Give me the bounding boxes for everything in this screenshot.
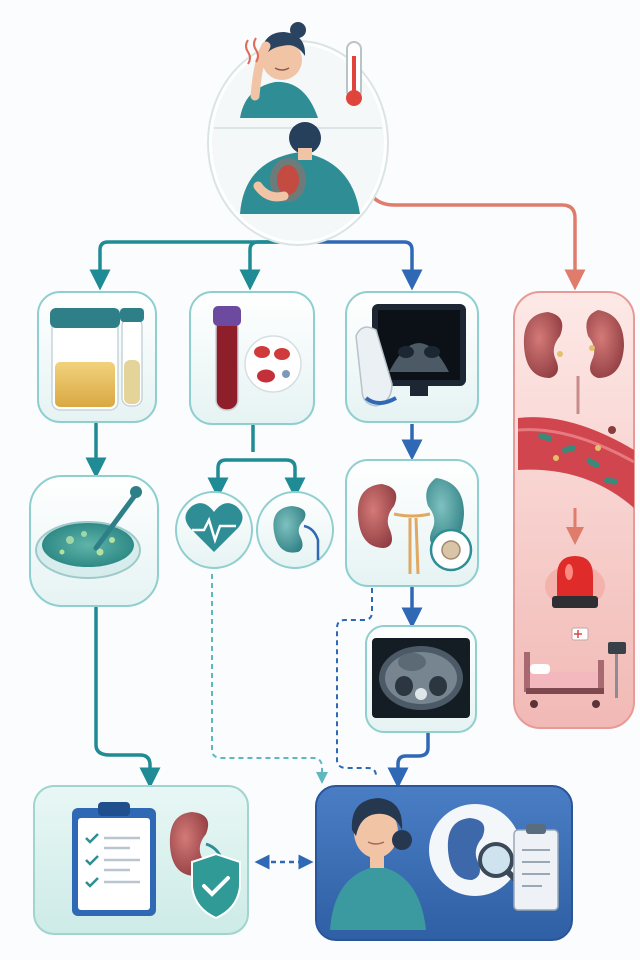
connectors: [85, 185, 586, 870]
connector-start-to-imaging: [298, 240, 423, 291]
ultrasound-icon: [355, 304, 466, 407]
urine-sample-icon: [50, 308, 144, 411]
ct-scan-icon: [372, 638, 470, 718]
ultrasound-card: [345, 291, 479, 423]
start-symptoms-node: [207, 22, 389, 246]
report-clipboard-icon: [513, 824, 559, 911]
kidney-function-icon: [273, 506, 320, 560]
dotted-connector-heart-to-review: [211, 574, 328, 784]
urine-sample-card: [37, 291, 157, 423]
urine-culture-card: [29, 475, 159, 607]
fever-thermometer-icon: [346, 41, 362, 106]
protected-kidney-shield-icon: [169, 812, 241, 920]
blood-sample-card: [189, 291, 315, 425]
checklist-clipboard-icon: [72, 802, 156, 916]
blood-sample-icon: [213, 306, 302, 411]
patient-portrait-icon: [330, 798, 426, 930]
bacteria-in-bloodstream-icon: [517, 417, 635, 508]
kidney-magnifier-icon: [429, 804, 525, 896]
urine-culture-petri-dish-icon: [35, 486, 142, 579]
kidney-stone-comparison-card: [345, 459, 479, 587]
ct-scan-card: [365, 625, 477, 733]
heart-rate-card: [175, 491, 253, 569]
flank-pain-icon: [240, 122, 360, 214]
connector-start-to-urgent: [366, 185, 586, 291]
headache-icon: [240, 22, 318, 118]
urgent-sepsis-column: [513, 291, 635, 729]
alarm-siren-icon: [545, 556, 605, 608]
connector-ct-to-review: [387, 732, 430, 789]
connector-culture-to-treatment: [94, 604, 161, 789]
dotted-connector-comparison-to-review: [336, 588, 377, 777]
kidney-function-card: [256, 491, 334, 569]
outpatient-treatment-card: [33, 785, 249, 935]
heart-rate-icon: [185, 503, 243, 552]
kidney-stone-comparison-icon: [357, 478, 473, 575]
connector-start-to-blood: [239, 240, 290, 291]
connector-blood-split: [216, 425, 297, 485]
infected-kidneys-icon: [523, 310, 624, 434]
hospital-bed-icon: [524, 627, 626, 708]
specialist-review-card: [315, 785, 573, 941]
